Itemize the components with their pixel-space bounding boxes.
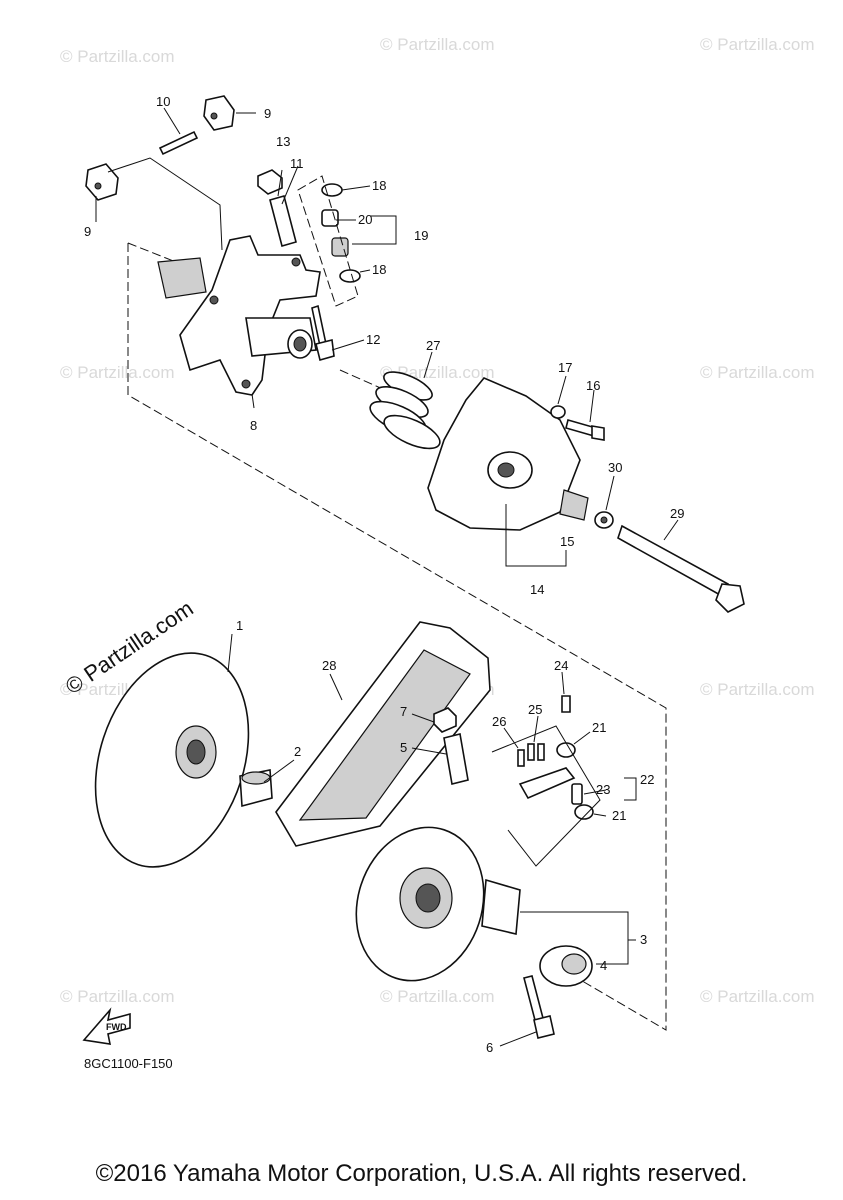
callout-2: 2 <box>294 744 301 759</box>
watermark-tile: © Partzilla.com <box>380 987 495 1006</box>
secondary-sheave <box>355 826 521 982</box>
callout-15: 15 <box>560 534 574 549</box>
watermark-tile: © Partzilla.com <box>380 35 495 54</box>
callout-3: 3 <box>640 932 647 947</box>
part-5-collar <box>443 733 469 785</box>
callout-12: 12 <box>366 332 380 347</box>
leader-line <box>107 157 223 251</box>
callout-13: 13 <box>276 134 290 149</box>
part-17-washer <box>550 405 566 419</box>
part-18-washer-top <box>321 183 343 197</box>
callout-18: 18 <box>372 178 386 193</box>
part-2-bushing <box>239 769 273 808</box>
part-18-washer-bottom <box>339 269 361 283</box>
part-22-bracket <box>518 767 576 800</box>
diagram-code: 8GC1100-F150 <box>84 1056 173 1071</box>
part-26-pin <box>517 749 525 767</box>
assembly-outline <box>127 242 667 1031</box>
watermark-tile: © Partzilla.com <box>60 47 175 66</box>
callout-4: 4 <box>600 958 607 973</box>
callout-labels: 10 9 9 13 11 18 20 19 18 12 8 27 17 16 3… <box>84 94 684 1055</box>
part-1-sheave <box>94 652 250 868</box>
stack-outline <box>297 175 359 307</box>
watermark-tile: © Partzilla.com <box>700 987 815 1006</box>
watermark-tile: © Partzilla.com <box>60 987 175 1006</box>
callout-11: 11 <box>290 156 304 171</box>
callout-26: 26 <box>492 714 506 729</box>
part-10-pin <box>158 130 199 156</box>
part-12-bolt <box>311 304 335 361</box>
callout-20: 20 <box>358 212 372 227</box>
part-21-bushing-bottom <box>574 804 594 820</box>
fwd-label: FWD <box>106 1022 127 1032</box>
part-25-pins <box>527 743 545 761</box>
callout-8: 8 <box>250 418 257 433</box>
part-14-cover-plate <box>427 377 581 531</box>
part-15-bushing <box>559 489 589 521</box>
callout-leaders <box>95 107 679 1047</box>
callout-5: 5 <box>400 740 407 755</box>
callout-6: 6 <box>486 1040 493 1055</box>
part-13-nut <box>257 169 283 195</box>
part-6-bolt <box>523 975 555 1039</box>
watermark-tile: © Partzilla.com <box>700 35 815 54</box>
watermark-tile: © Partzilla.com <box>700 680 815 699</box>
callout-25: 25 <box>528 702 542 717</box>
callout-10: 10 <box>156 94 170 109</box>
part-4-ring <box>539 945 593 987</box>
callout-28: 28 <box>322 658 336 673</box>
part-9-block-top <box>203 95 235 131</box>
callout-14: 14 <box>530 582 544 597</box>
part-24-bolt <box>561 695 571 713</box>
callout-9: 9 <box>84 224 91 239</box>
part-7-nut <box>433 707 457 733</box>
part-16-bolt <box>565 419 605 441</box>
part-27-spring <box>369 371 441 450</box>
callout-23: 23 <box>596 782 610 797</box>
callout-16: 16 <box>586 378 600 393</box>
part-8-spider-hub <box>157 235 321 396</box>
callout-19: 19 <box>414 228 428 243</box>
callout-24: 24 <box>554 658 568 673</box>
callout-30: 30 <box>608 460 622 475</box>
watermark-tile: © Partzilla.com <box>60 363 175 382</box>
callout-9: 9 <box>264 106 271 121</box>
part-23-pin <box>571 783 583 805</box>
part-29-bolt <box>617 524 745 613</box>
callout-17: 17 <box>558 360 572 375</box>
part-30-washer <box>594 511 614 529</box>
part-11-collar <box>269 195 297 247</box>
callout-7: 7 <box>400 704 407 719</box>
part-28-belt <box>275 621 491 847</box>
bracket-outline <box>491 725 601 867</box>
part-9-block-left <box>85 163 119 201</box>
part-20-bushing <box>321 209 339 227</box>
callout-21: 21 <box>592 720 606 735</box>
part-19-bushing <box>331 237 349 257</box>
watermark-tile: © Partzilla.com <box>700 363 815 382</box>
callout-18: 18 <box>372 262 386 277</box>
callout-21: 21 <box>612 808 626 823</box>
callout-29: 29 <box>670 506 684 521</box>
part-21-bushing-top <box>556 742 576 758</box>
callout-27: 27 <box>426 338 440 353</box>
callout-22: 22 <box>640 772 654 787</box>
callout-1: 1 <box>236 618 243 633</box>
fwd-arrow-icon: FWD <box>82 1007 131 1045</box>
copyright-notice: ©2016 Yamaha Motor Corporation, U.S.A. A… <box>95 1160 748 1187</box>
